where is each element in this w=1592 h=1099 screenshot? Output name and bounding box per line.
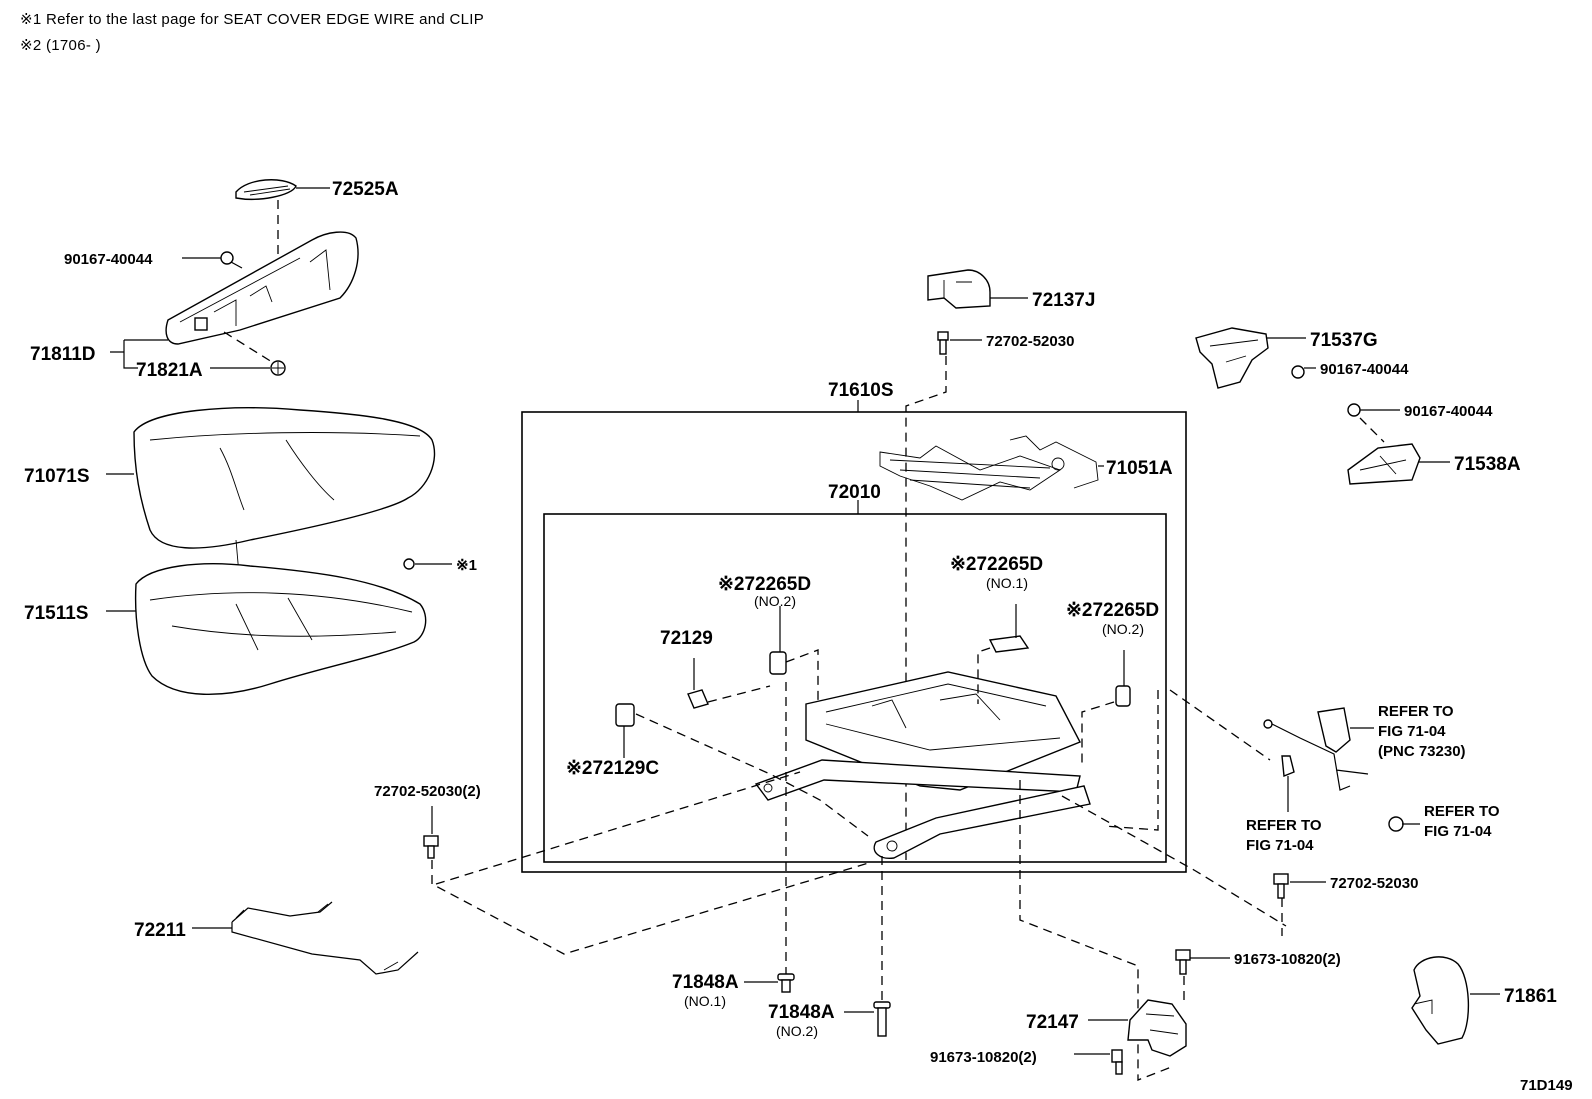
- part-belt-washer[interactable]: [1281, 755, 1295, 777]
- label-refer-b-2: FIG 71-04: [1424, 823, 1492, 840]
- label-refer-belt-2: FIG 71-04: [1378, 723, 1446, 740]
- label-71071S: 71071S: [24, 466, 90, 487]
- dash-right-diagonal: [1061, 689, 1287, 927]
- part-72137J-cover[interactable]: [927, 269, 991, 309]
- part-seat-track-frame[interactable]: [754, 671, 1091, 859]
- figure-id: 71D149: [1520, 1077, 1573, 1094]
- label-71848A-b: 71848A: [768, 1002, 835, 1023]
- part-72702-52030-bolt-right[interactable]: [1273, 873, 1289, 899]
- label-72129: 72129: [660, 628, 713, 649]
- label-91673-10820-b: 91673-10820(2): [930, 1049, 1037, 1066]
- part-71051A-cushion-spring[interactable]: [879, 435, 1099, 501]
- part-90167-40044-screw-a[interactable]: [220, 251, 243, 269]
- dash-90167-c: [1359, 417, 1385, 443]
- label-71538A: 71538A: [1454, 454, 1521, 475]
- part-72525A-knob-cover[interactable]: [235, 179, 297, 200]
- label-71051A: 71051A: [1106, 458, 1173, 479]
- label-72129C: ※272129C: [566, 758, 659, 779]
- dash-72702-left-2: [435, 771, 801, 885]
- label-72265D-b: ※272265D: [950, 554, 1043, 575]
- part-belt-nut[interactable]: [1388, 816, 1404, 832]
- bracket-71811D-71821A: [110, 339, 168, 369]
- dash-71821A: [223, 331, 273, 363]
- part-seat-belt-buckle[interactable]: [1263, 707, 1369, 791]
- label-refer-belt-3: (PNC 73230): [1378, 743, 1466, 760]
- label-71861: 71861: [1504, 986, 1557, 1007]
- label-refer-belt-1: REFER TO: [1378, 703, 1454, 720]
- dash-72702-left: [431, 860, 873, 955]
- part-71537G-bracket[interactable]: [1195, 327, 1269, 389]
- dash-72265D-a: [785, 649, 819, 704]
- label-ref1: ※1: [456, 557, 477, 574]
- dash-72265D-b: [977, 647, 991, 704]
- part-72129C-clip[interactable]: [615, 703, 635, 727]
- label-72525A: 72525A: [332, 179, 399, 200]
- dash-72265D-c: [1081, 701, 1115, 768]
- part-71848A-bolt-no2[interactable]: [873, 1001, 891, 1037]
- header-note-1: ※1 Refer to the last page for SEAT COVER…: [20, 11, 485, 28]
- label-71610S: 71610S: [828, 380, 894, 401]
- part-90167-40044-screw-b[interactable]: [1291, 365, 1305, 379]
- part-72265D-clip-no2-left[interactable]: [769, 651, 787, 675]
- part-72265D-clip-no2-right[interactable]: [1115, 685, 1131, 707]
- part-72702-52030-bolt-left[interactable]: [423, 835, 439, 859]
- header-note-2: ※2 (1706- ): [20, 37, 101, 54]
- label-refer-b-1: REFER TO: [1424, 803, 1500, 820]
- label-91673-10820-a: 91673-10820(2): [1234, 951, 1341, 968]
- dash-72129: [707, 685, 771, 703]
- label-72137J: 72137J: [1032, 290, 1095, 311]
- label-72702-52030-top: 72702-52030: [986, 333, 1074, 350]
- label-72265D-a: ※272265D: [718, 574, 811, 595]
- label-72702-52030-left: 72702-52030(2): [374, 783, 481, 800]
- part-72147-bracket[interactable]: [1127, 999, 1187, 1057]
- label-72211: 72211: [134, 920, 186, 941]
- label-90167-40044-c: 90167-40044: [1404, 403, 1493, 420]
- label-71511S: 71511S: [24, 603, 88, 624]
- part-90167-40044-screw-c[interactable]: [1347, 403, 1361, 417]
- label-72265D-a-sub: (NO.2): [754, 593, 796, 609]
- part-71538A-bracket[interactable]: [1347, 443, 1421, 485]
- part-72129-clip[interactable]: [687, 689, 709, 709]
- part-71811D-seat-cushion-shield[interactable]: [165, 231, 359, 345]
- part-91673-10820-bolt-a[interactable]: [1175, 949, 1191, 975]
- label-71848A-a: 71848A: [672, 972, 739, 993]
- label-71811D: 71811D: [30, 344, 96, 365]
- part-72702-52030-bolt-top[interactable]: [937, 331, 949, 355]
- label-90167-40044-a: 90167-40044: [64, 251, 153, 268]
- dash-72702-top: [905, 356, 947, 860]
- dash-right-vertical: [1103, 690, 1159, 831]
- label-refer-a-1: REFER TO: [1246, 817, 1322, 834]
- label-71821A: 71821A: [136, 360, 203, 381]
- label-71537G: 71537G: [1310, 330, 1378, 351]
- label-71848A-a-sub: (NO.1): [684, 993, 726, 1009]
- seat-adjuster-assembly-frame: [521, 411, 1187, 873]
- part-71848A-bolt-no1[interactable]: [777, 973, 795, 993]
- seat-track-assembly-frame: [543, 513, 1167, 863]
- part-71511S-seat-cushion-pad[interactable]: [134, 563, 427, 695]
- label-72147: 72147: [1026, 1012, 1079, 1033]
- label-72010: 72010: [828, 482, 881, 503]
- dash-72147: [1019, 780, 1175, 1081]
- label-72265D-c-sub: (NO.2): [1102, 621, 1144, 637]
- ref1-clip-circle: [403, 558, 415, 570]
- part-71861-cover[interactable]: [1411, 956, 1470, 1045]
- label-72265D-b-sub: (NO.1): [986, 575, 1028, 591]
- part-91673-10820-bolt-b[interactable]: [1111, 1049, 1123, 1075]
- part-71071S-seat-cushion-cover[interactable]: [133, 407, 436, 587]
- part-71821A-clip[interactable]: [270, 360, 286, 376]
- dash-72129C: [635, 713, 869, 837]
- label-71848A-b-sub: (NO.2): [776, 1023, 818, 1039]
- label-72265D-c: ※272265D: [1066, 600, 1159, 621]
- part-72211-wire[interactable]: [231, 901, 419, 975]
- part-72265D-clip-no1[interactable]: [988, 635, 1030, 653]
- label-90167-40044-b: 90167-40044: [1320, 361, 1409, 378]
- label-refer-a-2: FIG 71-04: [1246, 837, 1314, 854]
- label-72702-52030-right: 72702-52030: [1330, 875, 1418, 892]
